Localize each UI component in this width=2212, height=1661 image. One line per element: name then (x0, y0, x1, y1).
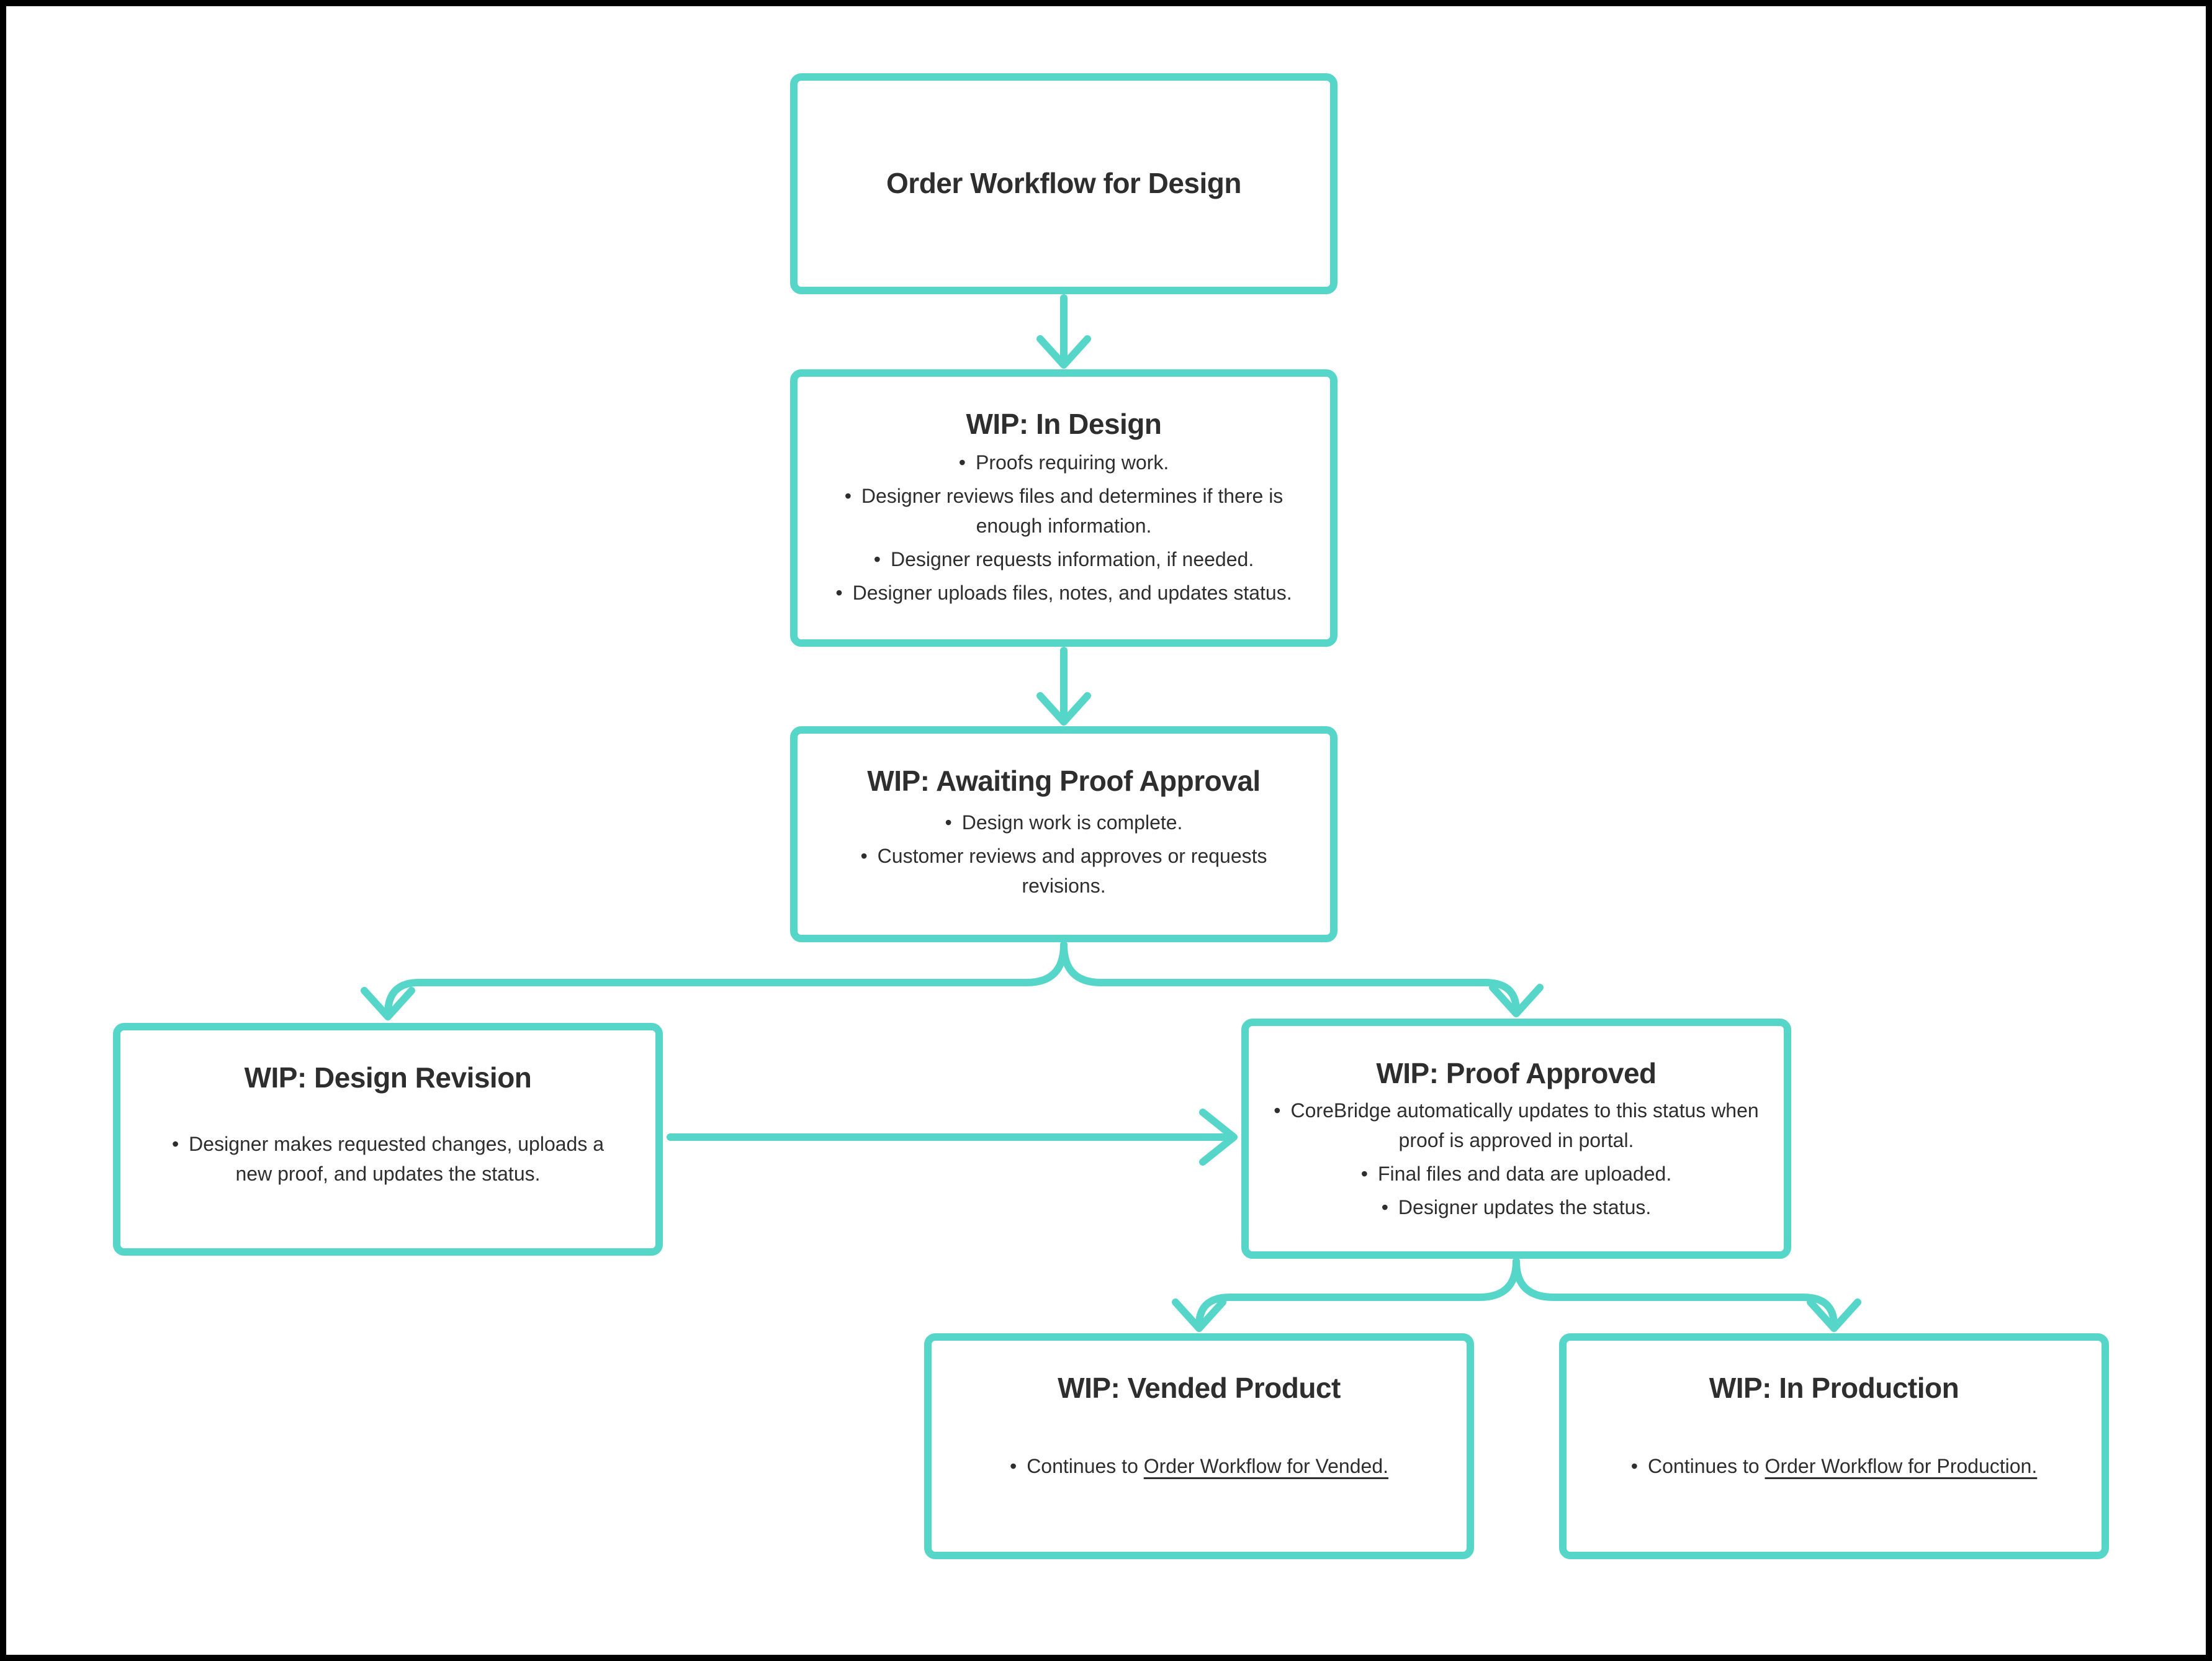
bullet-item: Continues to Order Workflow for Producti… (1631, 1451, 2037, 1481)
bullet-item: Proofs requiring work. (814, 448, 1314, 477)
node-wip-vended-product: WIP: Vended Product Continues to Order W… (924, 1333, 1474, 1559)
arrow-awaiting-to-approved (1060, 941, 1520, 1014)
node-heading: WIP: In Production (1709, 1372, 1959, 1404)
bullet-list: Continues to Order Workflow for Vended. (1010, 1447, 1388, 1485)
arrowhead-down-icon (361, 987, 415, 1020)
bullet-prefix: Continues to (1647, 1454, 1765, 1477)
node-heading: WIP: Proof Approved (1376, 1057, 1657, 1089)
node-heading: Order Workflow for Design (886, 167, 1241, 200)
bullet-item: Designer requests information, if needed… (814, 544, 1314, 574)
bullet-list: Continues to Order Workflow for Producti… (1631, 1447, 2037, 1485)
bullet-item: Designer updates the status. (1271, 1192, 1761, 1222)
node-wip-proof-approved: WIP: Proof Approved CoreBridge automatic… (1241, 1019, 1791, 1259)
bullet-item: Customer reviews and approves or request… (847, 841, 1281, 901)
arrowhead-down-icon (1036, 692, 1091, 726)
node-heading: WIP: Vended Product (1058, 1372, 1341, 1404)
bullet-item: Continues to Order Workflow for Vended. (1010, 1451, 1388, 1481)
node-heading: WIP: Awaiting Proof Approval (867, 765, 1261, 797)
arrowhead-down-icon (1807, 1299, 1861, 1332)
arrow-approved-to-production (1513, 1258, 1838, 1329)
link-order-workflow-for-production[interactable]: Order Workflow for Production. (1765, 1454, 2038, 1477)
arrow-approved-to-vended (1195, 1258, 1520, 1329)
bullet-prefix: Continues to (1027, 1454, 1144, 1477)
link-order-workflow-for-vended[interactable]: Order Workflow for Vended. (1143, 1454, 1388, 1477)
node-order-workflow-title: Order Workflow for Design (790, 73, 1338, 294)
arrowhead-down-icon (1036, 335, 1091, 369)
node-wip-in-design: WIP: In Design Proofs requiring work. De… (790, 369, 1338, 647)
arrowhead-down-icon (1172, 1299, 1226, 1332)
arrow-awaiting-to-revision (384, 941, 1068, 1017)
bullet-list: Designer makes requested changes, upload… (171, 1125, 605, 1192)
bullet-list: Design work is complete. Customer review… (847, 804, 1281, 904)
bullet-list: Proofs requiring work. Designer reviews … (814, 444, 1314, 611)
bullet-item: Designer makes requested changes, upload… (171, 1129, 605, 1189)
bullet-item: Designer uploads files, notes, and updat… (814, 578, 1314, 608)
node-wip-in-production: WIP: In Production Continues to Order Wo… (1559, 1333, 2109, 1559)
node-wip-awaiting-proof-approval: WIP: Awaiting Proof Approval Design work… (790, 726, 1338, 942)
node-heading: WIP: In Design (966, 408, 1162, 440)
bullet-item: Final files and data are uploaded. (1271, 1159, 1761, 1189)
bullet-item: Design work is complete. (847, 808, 1281, 837)
bullet-list: CoreBridge automatically updates to this… (1271, 1092, 1761, 1226)
node-heading: WIP: Design Revision (244, 1061, 532, 1094)
bullet-item: CoreBridge automatically updates to this… (1271, 1096, 1761, 1155)
node-wip-design-revision: WIP: Design Revision Designer makes requ… (113, 1023, 663, 1256)
bullet-item: Designer reviews files and determines if… (814, 481, 1314, 541)
arrowhead-down-icon (1489, 984, 1544, 1017)
arrowhead-right-icon (1199, 1109, 1238, 1166)
